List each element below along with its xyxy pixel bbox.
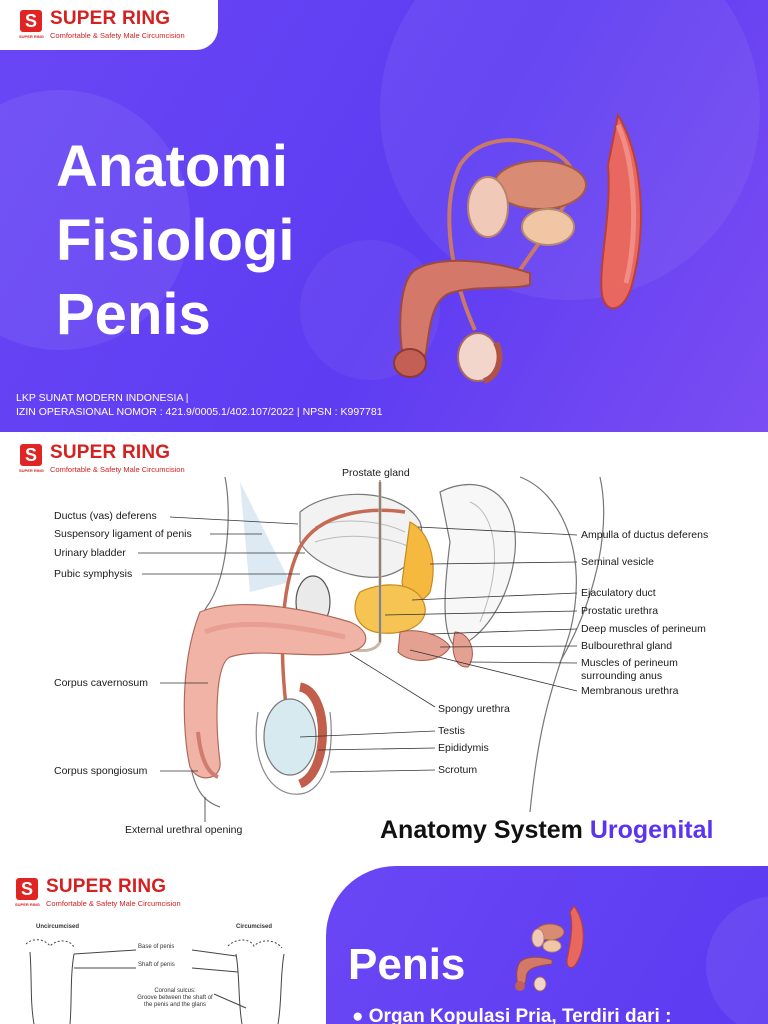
logo: S SUPER RING SUPER RING Comfortable & Sa… (0, 432, 200, 482)
epididymis-shape (297, 682, 327, 789)
logo-mark-icon: S (16, 878, 38, 900)
penis-title-card: Penis ● Organ Kopulasi Pria, Terdiri dar… (326, 866, 768, 1024)
penis-sketch: Uncircumcised Circumcised Base of penis … (14, 918, 314, 1024)
brand-tagline: Comfortable & Safety Male Circumcision (46, 899, 181, 908)
anatomy-slide: S SUPER RING SUPER RING Comfortable & Sa… (0, 432, 768, 866)
label-surrounding-anus: surrounding anus (581, 670, 663, 682)
label-corpus-cavernosum: Corpus cavernosum (54, 677, 148, 689)
label-external-urethral-opening: External urethral opening (125, 824, 243, 836)
label-corpus-spongiosum: Corpus spongiosum (54, 765, 148, 777)
page-title: Anatomi Fisiologi Penis (56, 134, 295, 347)
label-spongy-urethra: Spongy urethra (438, 703, 510, 715)
label-urinary-bladder: Urinary bladder (54, 547, 126, 559)
sketch-label-coronal: Coronal sulcus: (154, 988, 196, 994)
label-ductus-deferens: Ductus (vas) deferens (54, 510, 157, 522)
male-reproductive-illustration (393, 112, 642, 384)
logo-mark-icon: S (20, 10, 42, 32)
label-scrotum: Scrotum (438, 764, 478, 776)
vas-deferens-shape (280, 508, 406, 723)
label-muscles-perineum: Muscles of perineum (581, 657, 678, 669)
scrotum-shape (255, 711, 332, 795)
logo: S SUPER RING SUPER RING Comfortable & Sa… (0, 866, 200, 914)
sketch-label-base: Base of penis (138, 944, 175, 950)
bullet-dot-icon: ● (352, 1006, 369, 1024)
slide-caption: Anatomy System Urogenital (380, 816, 714, 844)
label-testis: Testis (438, 725, 465, 737)
decor-circle (380, 0, 760, 300)
small-anatomy-illustration (515, 904, 584, 992)
label-bulbourethral-gland: Bulbourethral gland (581, 640, 673, 652)
sketch-heading-uncircumcised: Uncircumcised (36, 924, 80, 930)
pubic-bone-shape (467, 176, 509, 238)
brand-name: SUPER RING (50, 442, 171, 463)
sketch-label-shaft: Shaft of penis (138, 962, 175, 968)
decor-circle (706, 896, 768, 1024)
label-prostate-gland: Prostate gland (342, 467, 410, 479)
prostate-shape (521, 208, 575, 246)
glans-shape (393, 348, 427, 378)
title-slide: S SUPER RING SUPER RING Comfortable & Sa… (0, 0, 768, 432)
urogenital-anatomy-diagram (138, 476, 605, 822)
brand-name: SUPER RING (46, 876, 167, 897)
license-line: IZIN OPERASIONAL NOMOR : 421.9/0005.1/40… (16, 406, 383, 418)
bladder-shape (299, 493, 423, 578)
institution-line: LKP SUNAT MODERN INDONESIA | (16, 392, 189, 404)
label-suspensory-ligament: Suspensory ligament of penis (54, 528, 192, 540)
prostate-shape (354, 584, 426, 634)
label-deep-muscles: Deep muscles of perineum (581, 623, 706, 635)
testis-shape (263, 698, 317, 776)
penis-sketch-drawing (25, 939, 285, 1024)
label-epididymis: Epididymis (438, 742, 489, 754)
penis-shaft-shape (183, 604, 367, 779)
sketch-label-groove: Groove between the shaft of (137, 995, 213, 1001)
logo: S SUPER RING SUPER RING Comfortable & Sa… (0, 0, 218, 50)
label-seminal-vesicle: Seminal vesicle (581, 556, 654, 568)
logo-mark-icon: S (20, 444, 42, 466)
label-pubic-symphysis: Pubic symphysis (54, 568, 133, 580)
label-ejaculatory-duct: Ejaculatory duct (581, 587, 656, 599)
brand-tagline: Comfortable & Safety Male Circumcision (50, 31, 185, 40)
label-prostatic-urethra: Prostatic urethra (581, 605, 659, 617)
rectum-shape (439, 483, 516, 648)
label-membranous-urethra: Membranous urethra (581, 685, 679, 697)
bullet-point: ● Organ Kopulasi Pria, Terdiri dari : (352, 1006, 671, 1024)
sketch-heading-circumcised: Circumcised (236, 924, 273, 930)
label-ampulla: Ampulla of ductus deferens (581, 529, 709, 541)
brand-tagline: Comfortable & Safety Male Circumcision (50, 465, 185, 474)
penis-slide: S SUPER RING SUPER RING Comfortable & Sa… (0, 866, 768, 1024)
section-title: Penis (348, 940, 466, 989)
sketch-label-glans: the penis and the glans (143, 1002, 207, 1008)
brand-name: SUPER RING (50, 8, 171, 29)
